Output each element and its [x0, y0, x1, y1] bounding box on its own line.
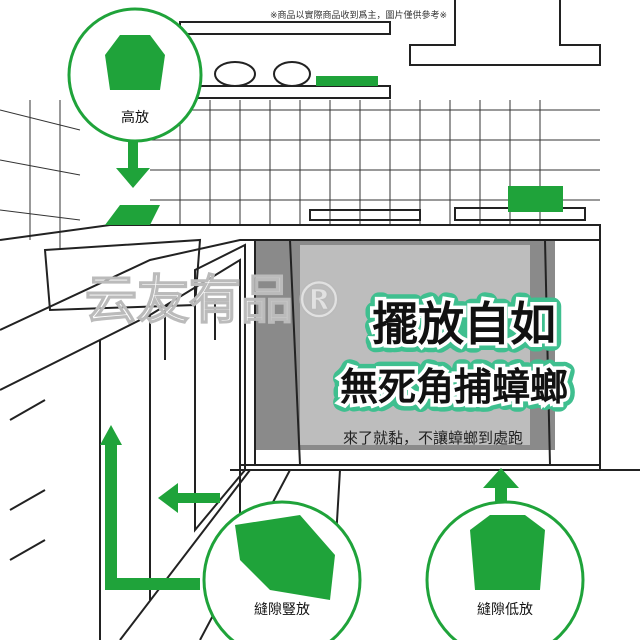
headline-line2: 無死角捕蟑螂	[340, 365, 568, 409]
tagline: 來了就黏，不讓蟑螂到處跑	[343, 429, 523, 447]
disclaimer-notice: ※商品以實際商品收到爲主，圖片僅供參考※	[270, 9, 447, 21]
trap-icon	[470, 515, 545, 590]
watermark: 云友有品®	[85, 271, 345, 331]
wall-tiles	[0, 100, 600, 250]
arrow-down-icon	[116, 140, 150, 188]
placement-label: 縫隙低放	[477, 602, 533, 618]
placement-label: 高放	[121, 109, 149, 126]
range-hood	[409, 0, 601, 66]
headline: 擺放自如 擺放自如 無死角捕蟑螂 無死角捕蟑螂 來了就黏，不讓蟑螂到處跑	[332, 289, 576, 447]
placement-high: 高放	[67, 7, 203, 143]
trap-icon	[105, 35, 165, 90]
placement-gap-low: 縫隙低放	[425, 500, 585, 640]
shelves	[179, 21, 391, 99]
headline-glow-2: 無死角捕蟑螂	[340, 365, 568, 409]
placement-gap-vertical: 縫隙豎放	[202, 500, 362, 640]
headline-line1: 擺放自如	[372, 297, 556, 351]
placement-label: 縫隙豎放	[254, 602, 310, 618]
cabinets	[0, 239, 640, 640]
arrow-left-icon	[100, 425, 220, 590]
trap-icon	[235, 515, 335, 600]
headline-glow-1: 擺放自如	[372, 297, 556, 351]
